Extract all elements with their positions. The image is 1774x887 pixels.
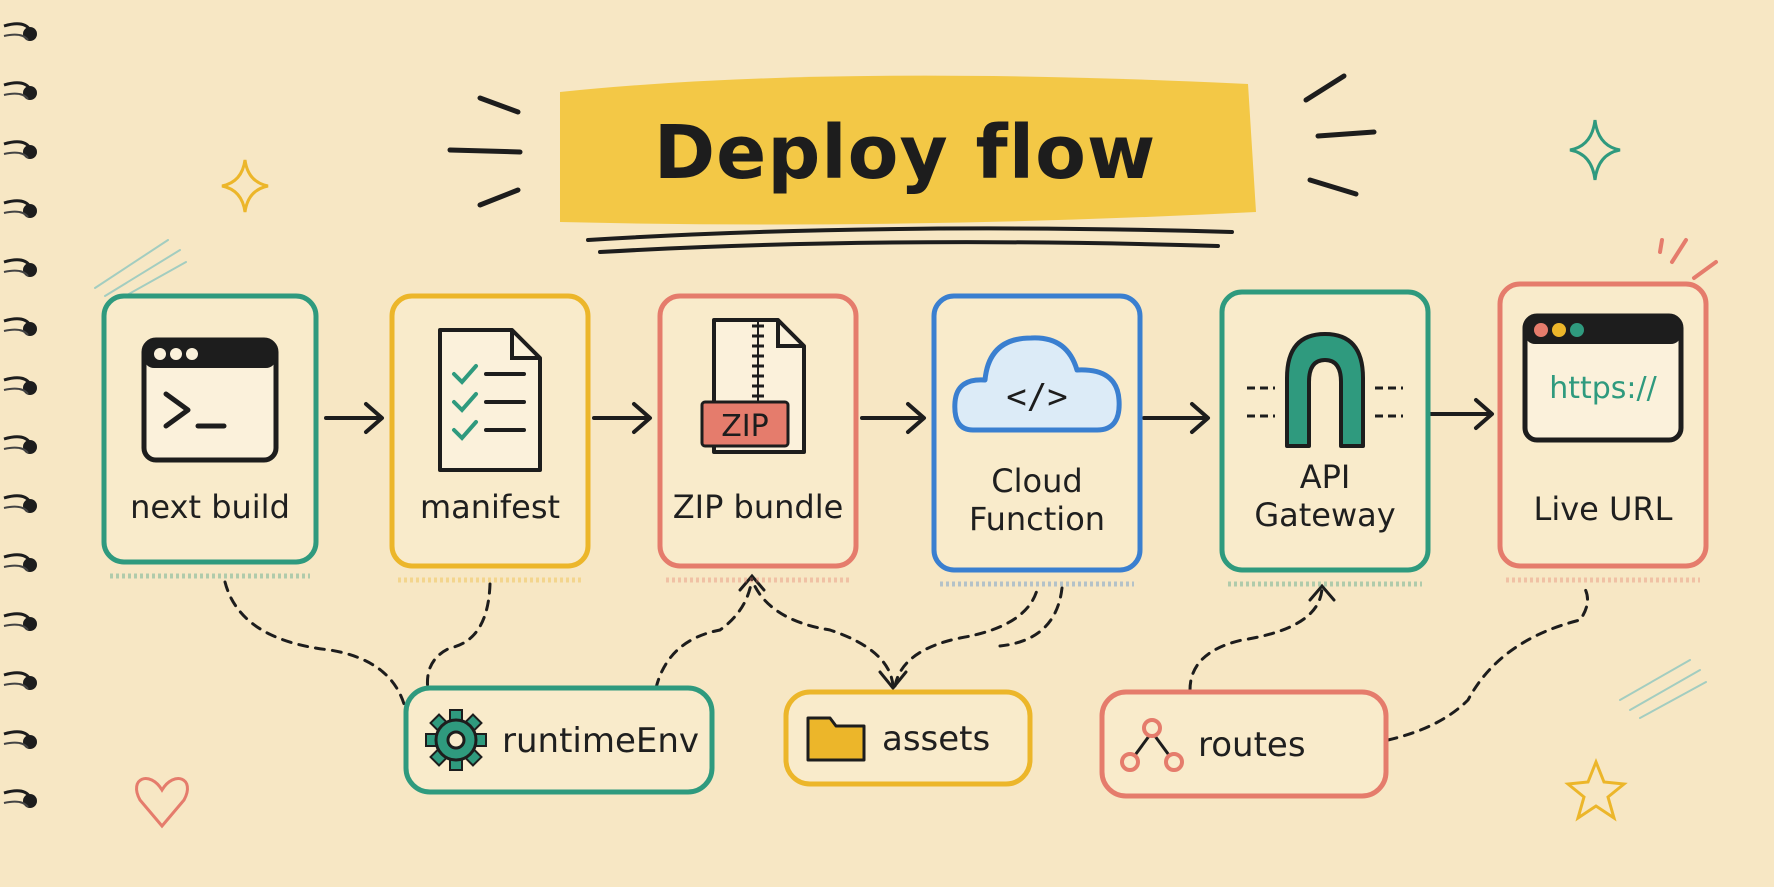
spiral-ring xyxy=(3,81,37,100)
emphasis-marks-right xyxy=(1303,73,1377,197)
zip-badge-text: ZIP xyxy=(721,409,769,444)
cloud-code-icon: </> xyxy=(952,335,1122,433)
flow-arrows xyxy=(324,398,1494,434)
step-card: next build xyxy=(101,293,319,579)
connector-runtimeenv-zip xyxy=(654,576,754,690)
spiral-binding xyxy=(3,22,37,808)
step-card: https:// Live URL xyxy=(1497,281,1709,583)
gateway-arch-icon xyxy=(1247,332,1403,448)
branch-nodes-icon xyxy=(1120,718,1184,772)
terminal-window-icon xyxy=(141,337,279,463)
connector-next-build-runtimeenv xyxy=(223,580,406,706)
arrow-3 xyxy=(860,402,926,434)
step-card: manifest xyxy=(389,293,591,583)
connector-manifest-runtimeenv xyxy=(425,582,492,692)
checklist-document-icon xyxy=(438,328,542,472)
pipeline-steps: next build manifest ZIP ZIP bundle </> CloudF… xyxy=(101,281,1709,587)
connector-routes-gateway xyxy=(1188,586,1324,692)
code-symbol-text: </> xyxy=(1006,377,1067,417)
spiral-ring xyxy=(3,494,37,513)
connector-arrowheads xyxy=(738,573,1336,691)
input-chip-label: runtimeEnv xyxy=(502,721,699,761)
scribble-teal-right xyxy=(1619,659,1707,719)
star-yellow-icon xyxy=(1564,757,1628,822)
spiral-ring xyxy=(3,730,37,749)
spiral-ring xyxy=(3,553,37,572)
arrow-1 xyxy=(324,402,384,434)
step-label: Cloud xyxy=(991,462,1082,500)
input-chip-label: assets xyxy=(882,719,990,759)
diagram-title: Deploy flow xyxy=(654,110,1157,196)
heart-red-icon xyxy=(135,777,189,829)
spiral-ring xyxy=(3,199,37,218)
step-card-border xyxy=(931,293,1143,573)
title-highlight xyxy=(560,75,1256,225)
input-chip: routes xyxy=(1099,689,1389,799)
connector-assets-cloud xyxy=(893,584,1040,688)
step-label: Live URL xyxy=(1534,490,1673,528)
folder-icon xyxy=(806,716,866,762)
decorations xyxy=(94,119,1718,829)
input-chip: runtimeEnv xyxy=(403,685,715,795)
step-label: Gateway xyxy=(1254,496,1395,534)
emphasis-marks-left xyxy=(447,95,523,208)
spiral-ring xyxy=(3,140,37,159)
connector-routes-liveurl xyxy=(1386,582,1589,742)
burst-lines-icon xyxy=(1658,238,1718,280)
sparkle-teal-icon xyxy=(1569,119,1621,181)
step-label: manifest xyxy=(420,488,560,526)
arrow-4 xyxy=(1142,402,1210,434)
gear-icon xyxy=(425,709,487,771)
spiral-ring xyxy=(3,376,37,395)
spiral-ring xyxy=(3,22,37,41)
input-chips: runtimeEnv assets routes xyxy=(403,685,1389,799)
step-label: next build xyxy=(130,488,290,526)
dashed-connectors xyxy=(223,576,1589,742)
input-chip-label: routes xyxy=(1198,725,1306,765)
step-card: ZIP ZIP bundle xyxy=(657,293,859,583)
zip-file-icon: ZIP xyxy=(700,318,806,454)
spiral-ring xyxy=(3,671,37,690)
browser-window-icon: https:// xyxy=(1522,313,1684,443)
step-label: ZIP bundle xyxy=(673,488,844,526)
title-underline xyxy=(586,226,1234,254)
step-card-border xyxy=(1219,289,1431,573)
spiral-ring xyxy=(3,435,37,454)
connector-assets-zip xyxy=(750,578,895,688)
spiral-ring xyxy=(3,789,37,808)
sparkle-yellow-icon xyxy=(221,159,269,213)
title-group: Deploy flow xyxy=(447,73,1377,254)
input-chip: assets xyxy=(783,689,1033,787)
url-text: https:// xyxy=(1549,371,1657,406)
arrow-5 xyxy=(1426,398,1494,430)
arrow-2 xyxy=(592,402,652,434)
spiral-ring xyxy=(3,612,37,631)
spiral-ring xyxy=(3,317,37,336)
step-label: Function xyxy=(969,500,1105,538)
spiral-ring xyxy=(3,258,37,277)
step-label: API xyxy=(1300,458,1351,496)
